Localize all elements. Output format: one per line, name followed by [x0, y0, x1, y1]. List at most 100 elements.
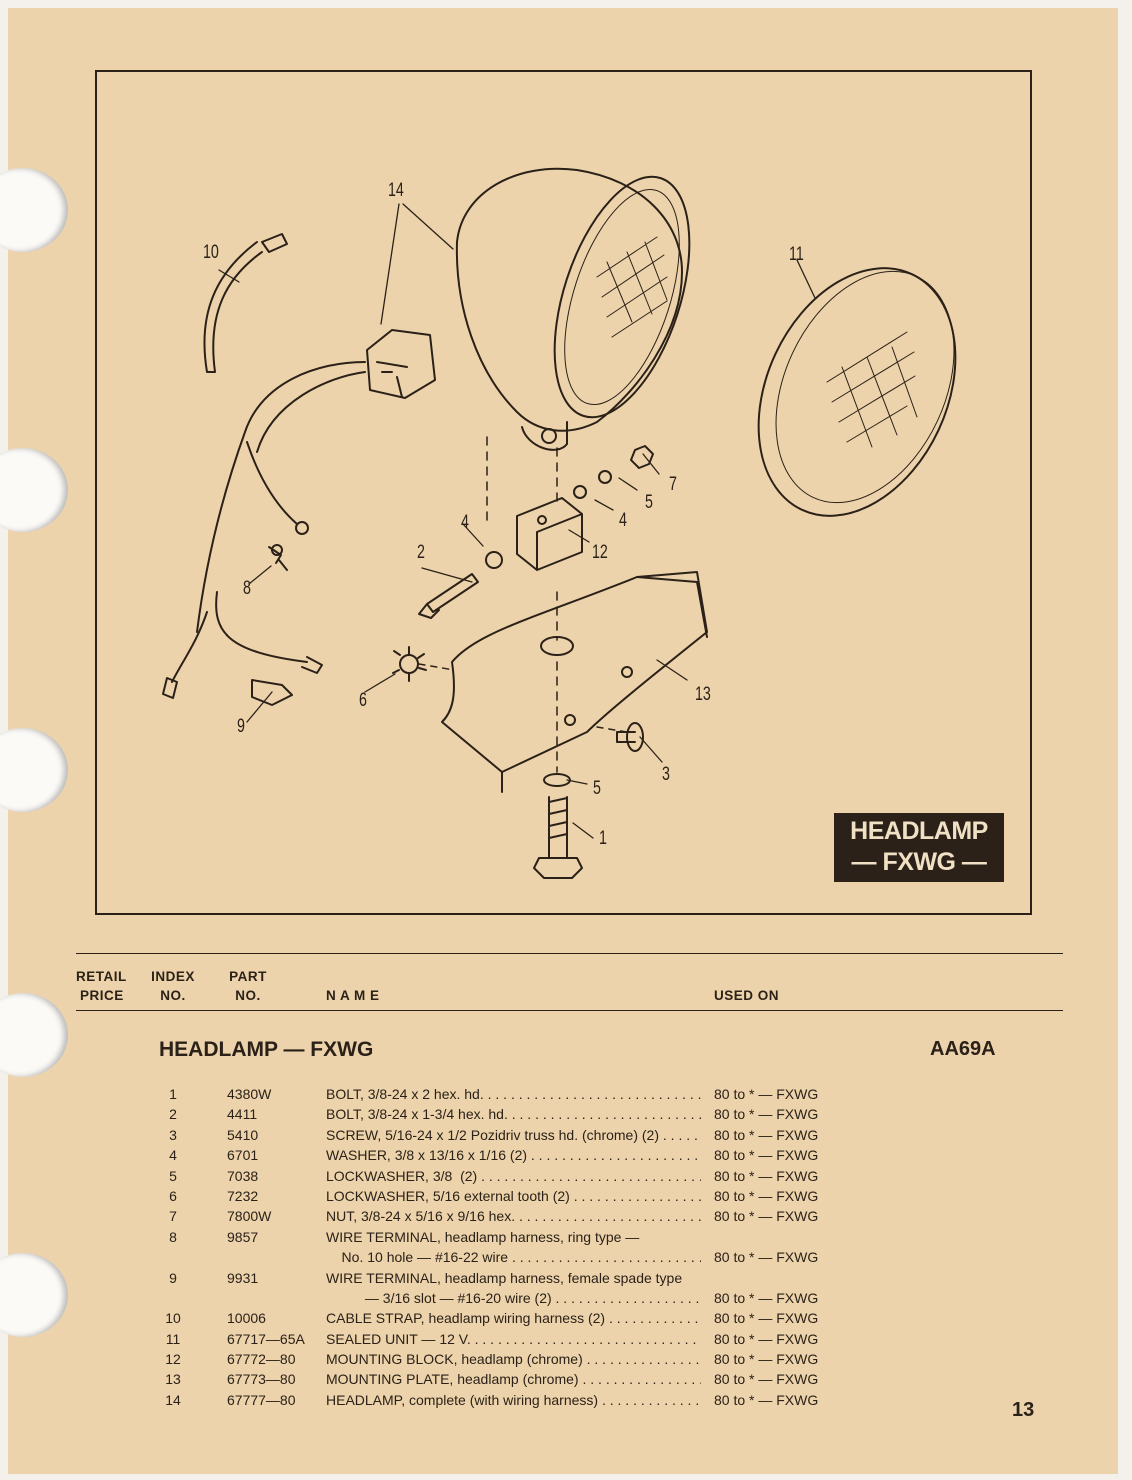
- callout-leaders: [218, 203, 816, 839]
- part-name: — 3/16 slot — #16-20 wire (2): [326, 1288, 701, 1308]
- part-index: 13: [165, 1371, 181, 1388]
- callout-3: 3: [662, 764, 670, 785]
- col-header-index-no: INDEX NO.: [146, 967, 200, 1005]
- part-index: 1: [169, 1086, 177, 1102]
- part-index: 5: [169, 1167, 177, 1184]
- callout-5: 5: [645, 492, 653, 513]
- binder-hole: [0, 168, 68, 252]
- binder-hole: [0, 728, 68, 812]
- part-index: 10: [165, 1310, 181, 1327]
- part-number: 67777—80: [227, 1391, 296, 1408]
- part-index: 4: [169, 1147, 177, 1164]
- part-name: CABLE STRAP, headlamp wiring harness (2): [326, 1308, 701, 1328]
- header-rule-bottom: [76, 1010, 1063, 1011]
- section-code: AA69A: [930, 1038, 996, 1060]
- used-on: 80 to * — FXWG: [714, 1249, 819, 1266]
- diagram-label-model: — FXWG —: [851, 848, 987, 876]
- col-header-retail-price: RETAIL PRICE: [76, 967, 127, 1005]
- part-index: 3: [169, 1126, 177, 1143]
- table-row: 6 7232 LOCKWASHER, 5/16 external tooth (2)…: [8, 1186, 1118, 1206]
- table-row: 5 7038 LOCKWASHER, 3/8 (2) 80 to * — FXWG: [8, 1166, 1118, 1186]
- used-on: 80 to * — FXWG: [714, 1351, 819, 1368]
- callout-2: 2: [417, 542, 425, 563]
- callout-5: 5: [593, 778, 601, 799]
- binder-hole: [0, 448, 68, 532]
- used-on: 80 to * — FXWG: [714, 1391, 819, 1408]
- col-header-price: PRICE: [80, 988, 124, 1003]
- sealed-unit: [757, 267, 957, 517]
- used-on: 80 to * — FXWG: [714, 1208, 819, 1225]
- col-header-part-no-label: NO.: [235, 988, 261, 1003]
- table-row: 14 67777—80 HEADLAMP, complete (with wirin…: [8, 1390, 1118, 1410]
- binder-hole: [0, 993, 68, 1077]
- exploded-diagram-frame: 14 10 11 7 5 4 4 12 2 8 6 13 9 3 5 1 HEA…: [95, 70, 1032, 915]
- table-row: No. 10 hole — #16-22 wire 80 to * — FXWG: [8, 1247, 1118, 1267]
- diagram-label-box: HEADLAMP — FXWG —: [834, 813, 1004, 882]
- table-row: 10 10006 CABLE STRAP, headlamp wiring harn…: [8, 1308, 1118, 1328]
- table-row: — 3/16 slot — #16-20 wire (2) 80 to * — F…: [8, 1288, 1118, 1308]
- part-index: 11: [165, 1330, 181, 1347]
- used-on: 80 to * — FXWG: [714, 1310, 819, 1327]
- used-on: 80 to * — FXWG: [714, 1147, 819, 1164]
- part-number: 7232: [227, 1187, 259, 1204]
- part-number: 9857: [227, 1228, 259, 1245]
- part-name: WIRE TERMINAL, headlamp harness, female …: [326, 1269, 683, 1286]
- part-number: 67717—65A: [227, 1330, 305, 1347]
- callout-13: 13: [695, 684, 711, 705]
- callout-6: 6: [359, 690, 367, 711]
- col-header-index: INDEX: [151, 969, 195, 984]
- part-index: 14: [165, 1391, 181, 1408]
- part-name: MOUNTING PLATE, headlamp (chrome): [326, 1369, 701, 1389]
- callout-11: 11: [789, 244, 804, 265]
- part-name: WASHER, 3/8 x 13/16 x 1/16 (2): [326, 1145, 701, 1165]
- part-number: 10006: [227, 1310, 266, 1327]
- part-number: 5410: [227, 1126, 259, 1143]
- col-header-index-no-label: NO.: [160, 988, 186, 1003]
- used-on: 80 to * — FXWG: [714, 1371, 819, 1388]
- table-row: 8 9857 WIRE TERMINAL, headlamp harness, ri…: [8, 1227, 1118, 1247]
- col-header-used-on: USED ON: [714, 988, 780, 1003]
- part-name: LOCKWASHER, 3/8 (2): [326, 1166, 701, 1186]
- callout-8: 8: [243, 578, 251, 599]
- callout-12: 12: [592, 542, 608, 563]
- part-name: HEADLAMP, complete (with wiring harness): [326, 1390, 701, 1410]
- used-on: 80 to * — FXWG: [714, 1187, 819, 1204]
- part-name: WIRE TERMINAL, headlamp harness, ring ty…: [326, 1228, 640, 1245]
- col-header-retail: RETAIL: [76, 969, 127, 984]
- lower-fasteners: [533, 722, 644, 879]
- part-number: 4411: [227, 1106, 258, 1123]
- part-number: 7038: [227, 1167, 259, 1184]
- callout-10: 10: [203, 242, 219, 263]
- part-number: 67772—80: [227, 1351, 296, 1368]
- section-title: HEADLAMP — FXWG: [159, 1038, 374, 1061]
- callout-4: 4: [619, 510, 627, 531]
- table-row: 13 67773—80 MOUNTING PLATE, headlamp (chro…: [8, 1369, 1118, 1389]
- mounting-plate: [441, 571, 708, 793]
- part-index: 2: [169, 1106, 177, 1123]
- part-index: 8: [169, 1228, 177, 1245]
- headlamp-housing: [455, 167, 691, 451]
- wiring-harness: [162, 233, 436, 706]
- part-name: BOLT, 3/8-24 x 1-3/4 hex. hd.: [326, 1104, 701, 1124]
- mounting-hardware: [392, 436, 654, 682]
- part-name: No. 10 hole — #16-22 wire: [326, 1247, 701, 1267]
- part-name: SEALED UNIT — 12 V.: [326, 1329, 701, 1349]
- part-number: 67773—80: [227, 1371, 296, 1388]
- part-name: MOUNTING BLOCK, headlamp (chrome): [326, 1349, 701, 1369]
- part-name: NUT, 3/8-24 x 5/16 x 9/16 hex.: [326, 1206, 701, 1226]
- part-name: LOCKWASHER, 5/16 external tooth (2): [326, 1186, 701, 1206]
- callout-1: 1: [599, 828, 607, 849]
- used-on: 80 to * — FXWG: [714, 1289, 819, 1306]
- part-index: 6: [169, 1187, 177, 1204]
- part-name: BOLT, 3/8-24 x 2 hex. hd.: [326, 1084, 701, 1104]
- used-on: 80 to * — FXWG: [714, 1167, 819, 1184]
- part-number: 9931: [227, 1269, 259, 1286]
